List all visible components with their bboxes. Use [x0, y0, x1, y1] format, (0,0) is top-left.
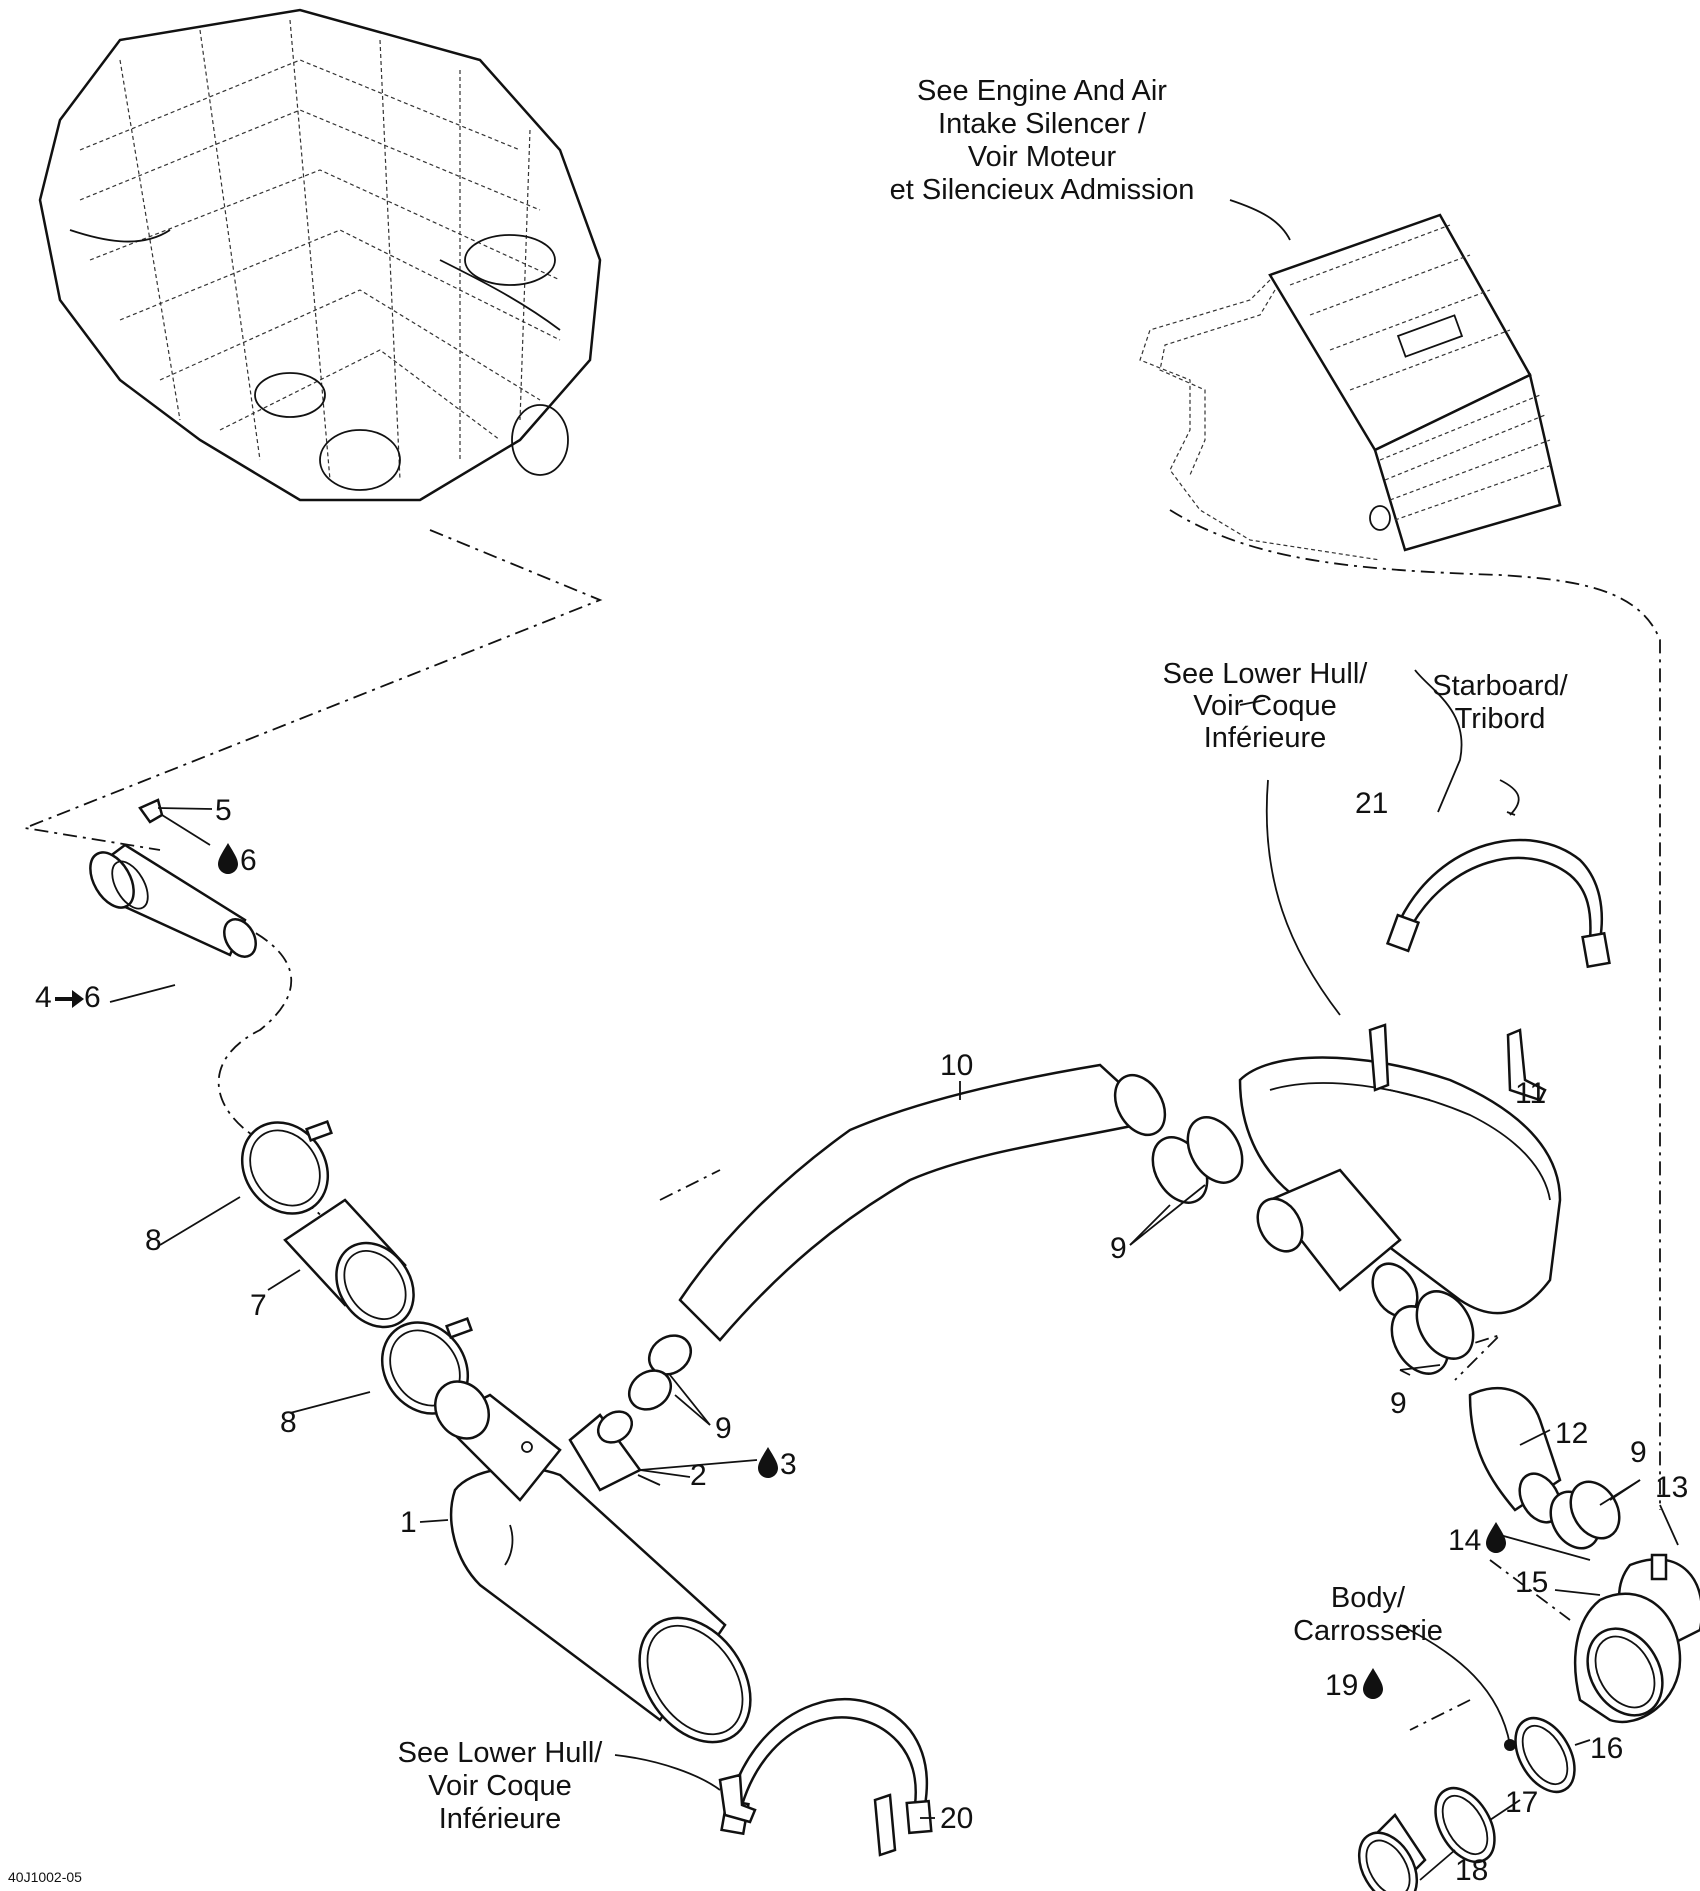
- note-lower-hull-left-line3: Inférieure: [439, 1803, 562, 1835]
- drop-icon: [758, 1447, 778, 1478]
- part-15-outlet-housing: [1574, 1592, 1682, 1724]
- drop-icon: [218, 843, 238, 874]
- callout-4-to-6: 6: [84, 981, 101, 1014]
- note-body: Body/ Carrosserie: [1293, 1582, 1443, 1647]
- callout-7: 7: [250, 1289, 267, 1322]
- note-lower-hull-left: See Lower Hull/ Voir Coque Inférieure: [398, 1737, 604, 1835]
- note-starboard-line2: Tribord: [1455, 703, 1546, 735]
- part-7-coupling-sleeve: [283, 1198, 415, 1329]
- callout-19: 19: [1325, 1669, 1358, 1702]
- callout-3: 3: [780, 1448, 797, 1481]
- callout-8-upper: 8: [145, 1224, 162, 1257]
- hull-brackets-right: [1368, 1023, 1547, 1102]
- callout-21: 21: [1355, 787, 1388, 820]
- hull-brackets-left: [718, 1773, 897, 1857]
- part-18-nut: [1357, 1813, 1427, 1891]
- part-8-clamp-upper: [240, 1119, 333, 1215]
- callout-9-outlet-elbow: 9: [1630, 1436, 1647, 1469]
- part-21-strap: [1385, 838, 1611, 969]
- callouts: 5 6 4 6 8 7 8 1 2 3 9 10 9 11 9 12 9 13 …: [35, 787, 1688, 1887]
- note-starboard: Starboard/ Tribord: [1432, 670, 1568, 735]
- note-starboard-line1: Starboard/: [1432, 670, 1568, 702]
- note-engine-silencer-line3: Voir Moteur: [968, 141, 1117, 173]
- callout-20: 20: [940, 1802, 973, 1835]
- note-engine-silencer-line4: et Silencieux Admission: [890, 174, 1195, 206]
- part-9-clamps-muffler: [627, 1334, 693, 1411]
- note-lower-hull-right-line3: Inférieure: [1204, 722, 1327, 754]
- callout-11: 11: [1515, 1077, 1546, 1110]
- diagram-reference-code: 40J1002-05: [8, 1869, 82, 1885]
- part-20-strap: [720, 1697, 933, 1836]
- callout-10: 10: [940, 1049, 973, 1082]
- note-lower-hull-right-line2: Voir Coque: [1193, 690, 1337, 722]
- part-17-ring: [1434, 1786, 1496, 1864]
- callout-6: 6: [240, 844, 257, 877]
- part-12-elbow-hose: [1468, 1386, 1562, 1524]
- callout-9-muffler: 9: [715, 1412, 732, 1445]
- part-11-resonator: [1238, 1056, 1562, 1318]
- note-lower-hull-right-line1: See Lower Hull/: [1163, 658, 1369, 690]
- note-lower-hull-left-line2: Voir Coque: [428, 1770, 572, 1802]
- part-5-elbow-fitting: [138, 798, 164, 824]
- callout-12: 12: [1555, 1417, 1588, 1450]
- callout-8-lower: 8: [280, 1406, 297, 1439]
- air-intake-silencer-illustration: [1139, 213, 1562, 561]
- callout-13: 13: [1655, 1471, 1688, 1504]
- callout-5: 5: [215, 794, 232, 827]
- callout-2: 2: [690, 1459, 707, 1492]
- leader-lines: [109, 199, 1679, 1881]
- engine-illustration: [38, 8, 602, 502]
- callout-15: 15: [1515, 1566, 1548, 1599]
- callout-17: 17: [1505, 1786, 1538, 1819]
- note-body-line2: Carrosserie: [1293, 1615, 1443, 1647]
- part-4-intake-tube: [89, 843, 257, 958]
- note-body-line1: Body/: [1331, 1582, 1406, 1614]
- part-9-clamps-outlet-elbow: [1549, 1480, 1621, 1550]
- drop-icon: [1363, 1668, 1383, 1699]
- callout-16: 16: [1590, 1732, 1623, 1765]
- part-9-clamps-resonator-inlet: [1151, 1116, 1244, 1204]
- note-lower-hull-left-line1: See Lower Hull/: [398, 1737, 604, 1769]
- part-10-hose: [678, 1063, 1167, 1342]
- arrow-right-icon: [55, 990, 84, 1008]
- part-2-fitting: [637, 1474, 661, 1486]
- callout-4: 4: [35, 981, 52, 1014]
- part-1-muffler: [434, 1380, 752, 1744]
- part-9-clamps-resonator-outlet: [1390, 1290, 1475, 1375]
- callout-14: 14: [1448, 1524, 1481, 1557]
- part-16-gasket: [1514, 1716, 1576, 1794]
- callout-1: 1: [400, 1506, 417, 1539]
- note-engine-silencer-line1: See Engine And Air: [917, 75, 1167, 107]
- callout-9-resonator-inlet: 9: [1110, 1232, 1127, 1265]
- drop-icon: [1486, 1522, 1506, 1553]
- note-lower-hull-right: See Lower Hull/ Voir Coque Inférieure: [1163, 658, 1369, 754]
- callout-9-resonator-outlet: 9: [1390, 1387, 1407, 1420]
- note-engine-silencer-line2: Intake Silencer /: [938, 108, 1147, 140]
- note-engine-silencer: See Engine And Air Intake Silencer / Voi…: [890, 75, 1195, 206]
- callout-18: 18: [1455, 1854, 1488, 1887]
